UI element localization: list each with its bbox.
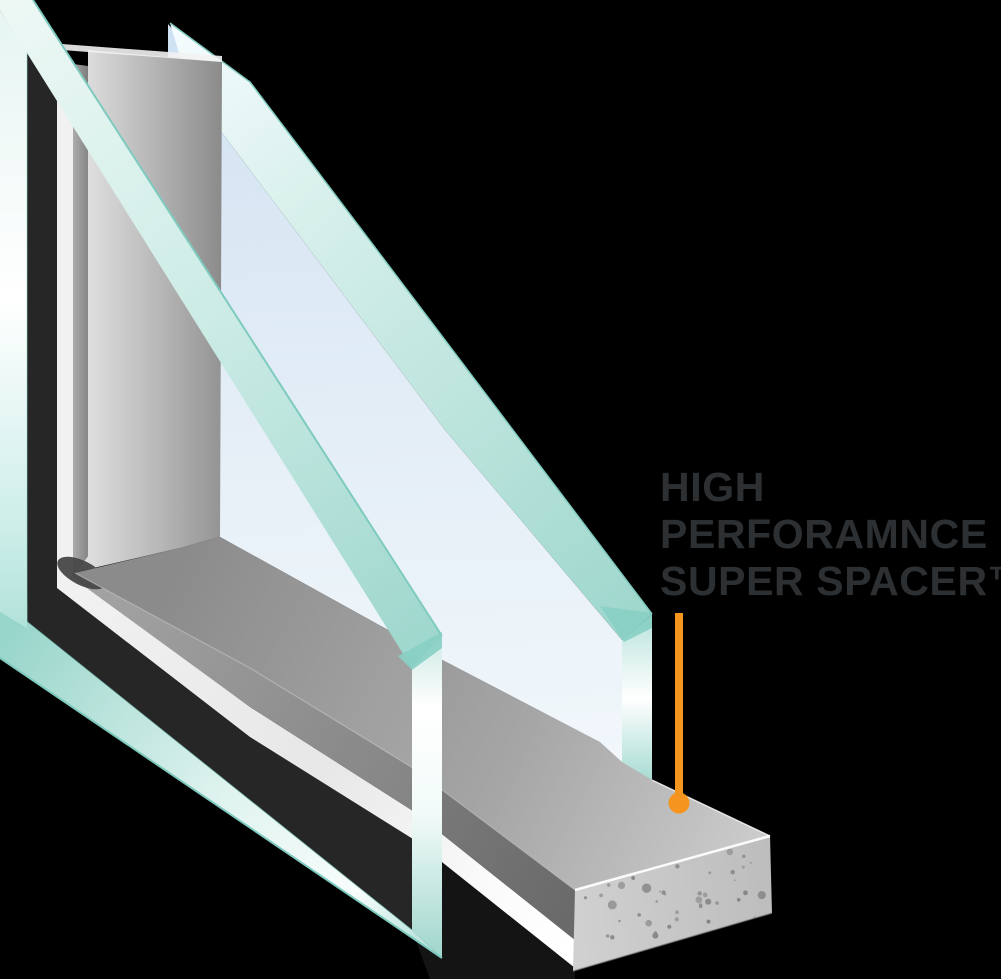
foam-speckle: [617, 881, 626, 890]
foam-speckle: [675, 864, 680, 869]
foam-speckle: [674, 917, 679, 922]
back-pane-top-edge-band: [170, 23, 652, 640]
foam-speckle: [706, 919, 711, 924]
foam-speckle: [645, 919, 652, 927]
back-pane-top-edge-line: [169, 22, 653, 615]
cross-section-bottom-edge: [572, 912, 773, 972]
front-pane-top-edge-line: [32, 0, 443, 637]
pointer-dot: [668, 792, 690, 814]
front-pane-bottom-edge-band: [0, 612, 442, 958]
cross-section-top-highlight: [574, 834, 771, 892]
front-pane-bottom-inner-line: [24, 619, 413, 931]
foam-speckle: [610, 935, 615, 940]
spacer-column-side-strip: [73, 64, 88, 576]
spacer-bar-cross-section: [573, 836, 772, 971]
foam-speckle: [631, 876, 635, 880]
foam-speckle: [583, 896, 588, 900]
foam-speckle: [726, 848, 734, 856]
foam-speckle: [699, 904, 703, 909]
spacer-bar-near-side: [73, 573, 575, 940]
foam-speckle: [606, 934, 610, 938]
foam-speckle: [750, 862, 752, 864]
callout-line-3: SUPER SPACER™: [660, 558, 1001, 604]
foam-speckle: [607, 900, 617, 910]
foam-speckle: [667, 924, 672, 929]
foam-speckle: [659, 890, 661, 893]
foam-speckle: [675, 910, 679, 914]
foam-speckle: [655, 900, 658, 903]
foam-speckle: [736, 898, 741, 902]
front-pane-left-edge: [0, 10, 27, 628]
front-pane-right-edge: [412, 636, 442, 958]
front-pane-bottom-edge-line: [0, 657, 443, 959]
front-pane-corner-cap: [398, 632, 442, 670]
back-pane-glass-face: [170, 24, 622, 765]
back-pane-corner-cap: [600, 606, 652, 642]
foam-speckle: [705, 898, 712, 905]
callout-line-1: HIGH: [660, 464, 765, 510]
spacer-column-top-highlight: [62, 44, 222, 62]
spacer-bar-far-edge-highlight: [651, 779, 771, 837]
foam-speckle: [697, 891, 702, 896]
front-pane-top-edge-band: [0, 0, 442, 668]
foam-speckle: [637, 913, 641, 917]
foam-speckle: [664, 893, 667, 896]
front-pane-glass-face: [0, 10, 412, 930]
foam-speckle: [607, 883, 611, 887]
back-pane-right-edge: [622, 615, 652, 782]
callout-line-2: PERFORAMNCE: [660, 511, 988, 557]
spacer-bar-near-edge-highlight: [74, 572, 576, 891]
foam-speckle: [757, 891, 766, 900]
foam-speckle: [742, 854, 746, 859]
sealant-black: [25, 44, 575, 979]
foam-speckle: [653, 931, 658, 935]
foam-speckle: [695, 896, 703, 904]
foam-speckle: [702, 892, 708, 898]
foam-speckle: [733, 879, 736, 882]
foam-speckle: [741, 865, 745, 869]
foam-speckle: [715, 901, 719, 905]
foam-speckle: [618, 919, 621, 923]
foam-speckle: [599, 893, 603, 898]
foam-speckle: [730, 869, 735, 875]
foam-speckle: [652, 932, 659, 939]
foam-speckle: [708, 871, 712, 875]
foam-speckle: [743, 890, 748, 896]
foam-speckle: [641, 883, 652, 893]
